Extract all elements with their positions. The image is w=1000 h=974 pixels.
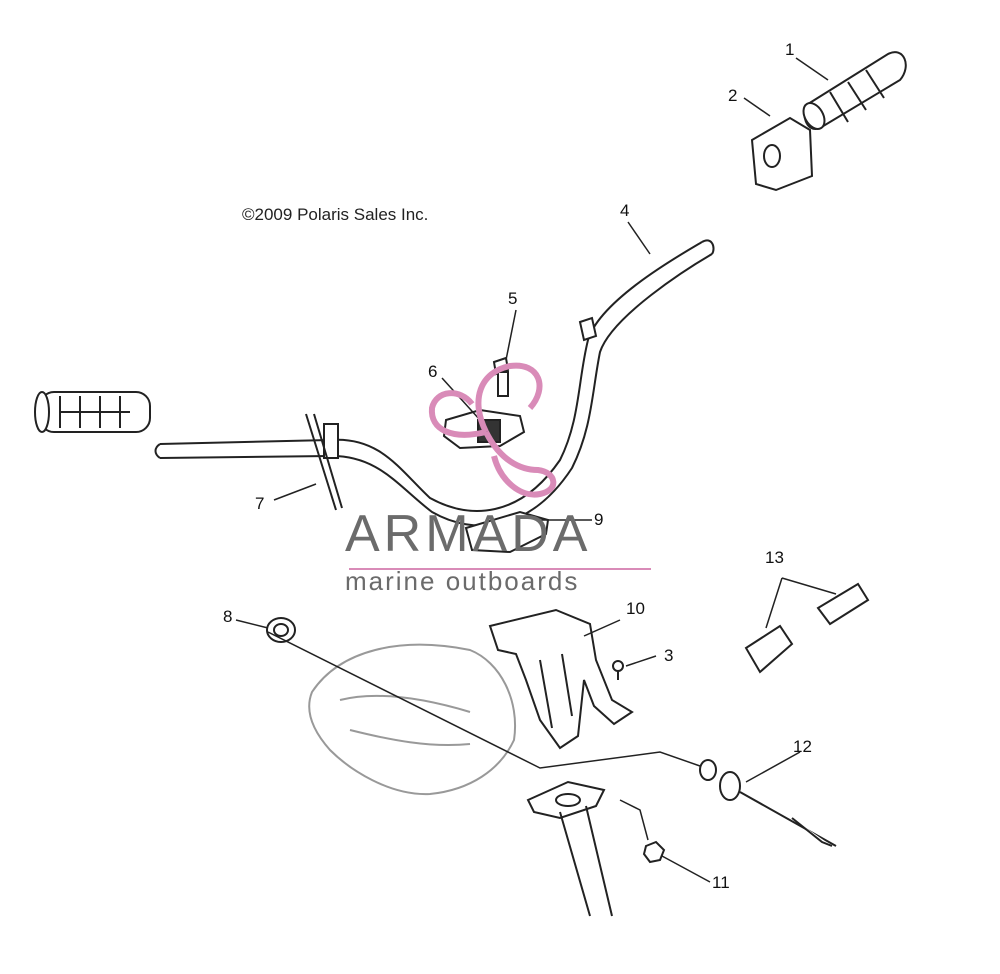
steering-post xyxy=(526,780,613,917)
grommet xyxy=(266,617,296,643)
headlight-pod xyxy=(308,643,517,796)
switch-parts xyxy=(744,582,870,674)
grip-end-block xyxy=(750,116,814,192)
left-grip xyxy=(34,391,151,433)
callout-12: 12 xyxy=(793,737,812,756)
steering-bracket xyxy=(488,608,634,750)
brand-divider xyxy=(349,568,651,570)
key-switch xyxy=(699,759,837,847)
nut xyxy=(642,840,666,864)
callout-6: 6 xyxy=(428,362,438,381)
callout-10: 10 xyxy=(626,599,645,618)
callout-4: 4 xyxy=(620,201,630,220)
propeller-logo-icon xyxy=(428,362,557,498)
copyright-notice: ©2009 Polaris Sales Inc. xyxy=(242,205,429,224)
screw xyxy=(612,660,624,680)
callout-11: 11 xyxy=(712,873,730,892)
right-grip xyxy=(802,51,907,130)
bolt xyxy=(492,356,510,397)
callout-2: 2 xyxy=(728,86,738,105)
callout-13: 13 xyxy=(765,548,784,567)
callout-3: 3 xyxy=(664,646,674,665)
brand-tagline: marine outboards xyxy=(345,566,580,596)
watermark-brand: ARMADA marine outboards xyxy=(345,508,665,594)
callout-5: 5 xyxy=(508,289,518,308)
leader-lines xyxy=(235,57,837,883)
callout-8: 8 xyxy=(223,607,233,626)
callout-1: 1 xyxy=(785,40,795,59)
callout-9: 9 xyxy=(594,510,604,529)
cable-tie xyxy=(305,413,343,511)
handlebar xyxy=(154,239,715,527)
lower-clamp xyxy=(464,510,550,554)
brand-name: ARMADA xyxy=(345,505,592,563)
callout-7: 7 xyxy=(255,494,265,513)
